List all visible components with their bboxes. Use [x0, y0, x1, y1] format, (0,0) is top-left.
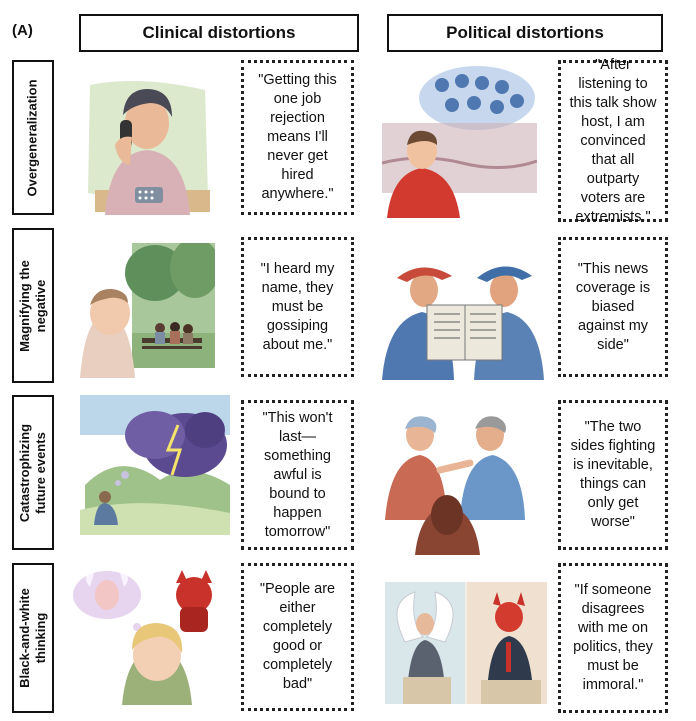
- clinical-quote-overgeneralization: "Getting this one job rejection means I'…: [241, 60, 354, 215]
- row-label-text: Black-and-white thinking: [17, 588, 48, 688]
- illustration-people-fighting: [385, 405, 525, 555]
- row-label-text: Magnifying the negative: [17, 259, 48, 352]
- illustration-angel-devil-thoughts: [72, 565, 232, 705]
- clinical-column-header: Clinical distortions: [79, 14, 359, 52]
- clinical-quote-catastrophizing: "This won't last— something awful is bou…: [241, 400, 354, 550]
- panel-label: (A): [12, 22, 33, 39]
- political-quote-overgeneralization: "After listening to this talk show host,…: [558, 57, 668, 225]
- row-label-black-and-white: Black-and-white thinking: [12, 563, 54, 713]
- row-label-overgeneralization: Overgeneralization: [12, 60, 54, 215]
- illustration-angel-vs-devil-politicians: [385, 582, 547, 704]
- row-label-magnifying: Magnifying the negative: [12, 228, 54, 383]
- row-label-text: Overgeneralization: [25, 78, 41, 197]
- row-label-catastrophizing: Catastrophizing future events: [12, 395, 54, 550]
- clinical-quote-magnifying: "I heard my name, they must be gossiping…: [241, 237, 354, 377]
- political-quote-black-and-white: "If someone disagrees with me on politic…: [558, 563, 668, 713]
- clinical-quote-black-and-white: "People are either completely good or co…: [241, 563, 354, 711]
- illustration-man-on-phone: [80, 75, 215, 215]
- political-quote-magnifying: "This news coverage is biased against my…: [558, 237, 668, 377]
- row-label-text: Catastrophizing future events: [17, 423, 49, 522]
- political-quote-catastrophizing: "The two sides fighting is inevitable, t…: [558, 400, 668, 550]
- illustration-talk-show-crowd: [382, 63, 537, 218]
- political-column-header: Political distortions: [387, 14, 663, 52]
- illustration-park-gossip: [80, 243, 215, 378]
- illustration-storm-cloud: [80, 395, 230, 535]
- illustration-newspaper-readers: [382, 250, 544, 380]
